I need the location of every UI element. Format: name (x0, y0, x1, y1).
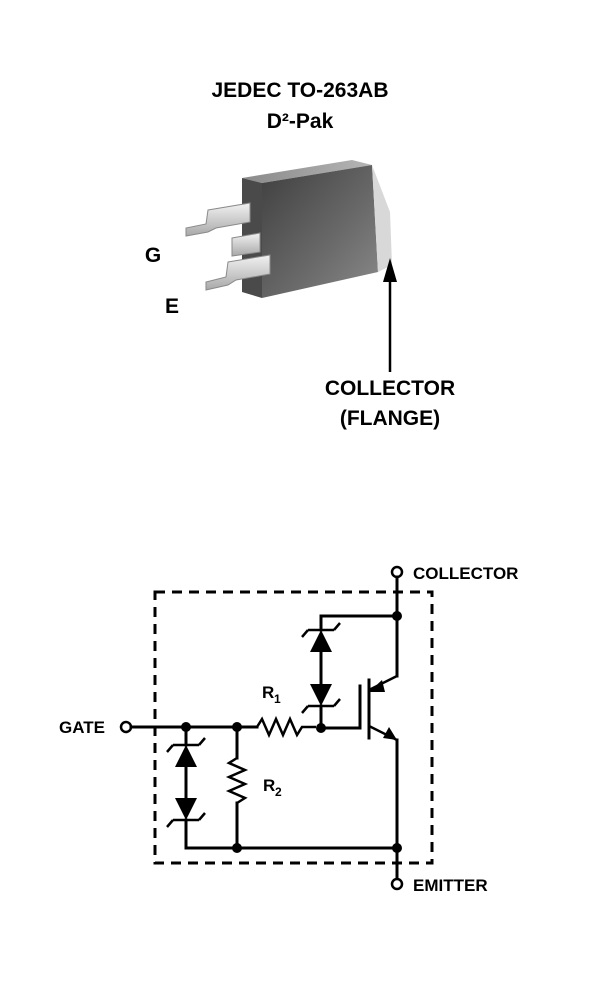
package-front-face (262, 165, 378, 298)
package-drawing (185, 160, 392, 298)
schematic: GATE R 1 (59, 564, 518, 895)
package-title-line1: JEDEC TO-263AB (211, 79, 388, 102)
collector-terminal-label: COLLECTOR (413, 564, 518, 583)
collector-flange-label-line1: COLLECTOR (325, 377, 455, 400)
gate-label: GATE (59, 718, 105, 737)
r1-label-sub: 1 (274, 692, 281, 706)
r2-label-main: R (263, 776, 275, 795)
collector-arrow (383, 258, 397, 372)
collector-flange (372, 165, 392, 272)
package-title: JEDEC TO-263AB D²-Pak (211, 79, 388, 133)
clamp-zener-upper (301, 622, 341, 652)
emitter-lead (205, 254, 271, 291)
pin-label-e: E (165, 295, 179, 318)
emitter-terminal (390, 877, 404, 891)
collector-flange-label-line2: (FLANGE) (340, 407, 440, 430)
emitter-terminal-label: EMITTER (413, 876, 488, 895)
r1-label-main: R (262, 683, 274, 702)
center-stub-lead (231, 232, 261, 257)
package-title-line2: D²-Pak (267, 110, 334, 133)
ge-zener-upper (166, 737, 206, 767)
r2-label: R 2 (263, 776, 282, 799)
package-top-face (242, 160, 372, 183)
pin-label-g: G (145, 244, 161, 267)
r1-resistor (255, 715, 316, 739)
emitter-node-r2 (232, 843, 242, 853)
r1-label: R 1 (262, 683, 281, 706)
igbt-transistor (367, 614, 399, 850)
r2-resistor (225, 756, 249, 805)
gate-lead (185, 202, 251, 237)
r2-label-sub: 2 (275, 785, 282, 799)
